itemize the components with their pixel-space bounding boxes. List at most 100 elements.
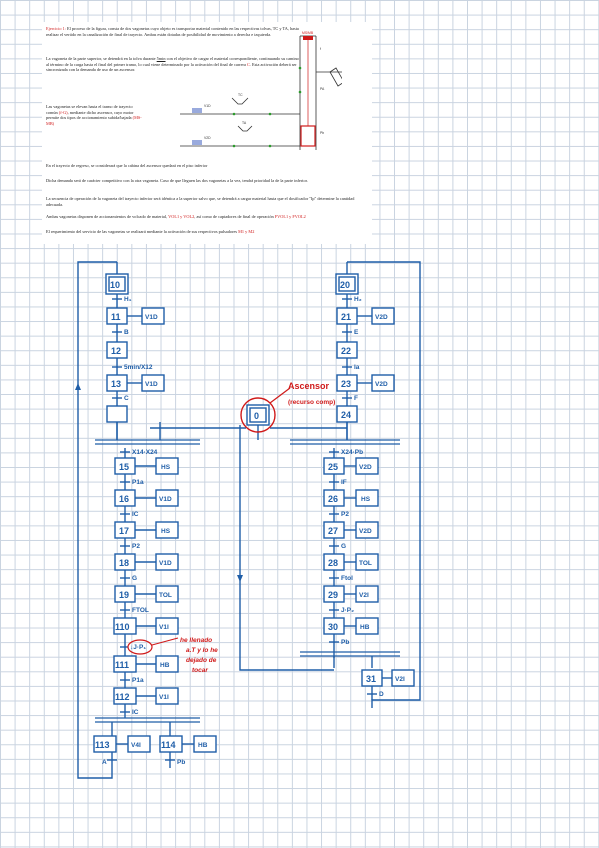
svg-text:G: G — [341, 543, 346, 550]
svg-text:27: 27 — [328, 526, 338, 536]
svg-text:E: E — [354, 329, 359, 336]
statement-paragraph-6: La secuencia de operación de la vagoneta… — [46, 196, 355, 207]
svg-text:114: 114 — [161, 740, 176, 750]
step-22 — [336, 341, 358, 359]
statement-paragraph-7: Ambas vagonetas disponen de accionamient… — [46, 214, 306, 219]
grafcet-left-chain: 10 H₁ 11 V1D B 12 5min/X12 13 V1D C X14·… — [93, 273, 217, 766]
hopper-tc — [231, 97, 249, 105]
step-24 — [336, 405, 358, 423]
svg-text:5min/X12: 5min/X12 — [124, 364, 153, 371]
svg-text:P2: P2 — [132, 543, 140, 550]
svg-text:H₂: H₂ — [354, 296, 362, 303]
svg-text:Pb: Pb — [320, 131, 324, 135]
svg-text:F: F — [354, 395, 358, 402]
svg-text:↓J·P₁: ↓J·P₁ — [130, 644, 146, 651]
svg-text:15: 15 — [119, 462, 129, 472]
svg-text:MS/MB: MS/MB — [302, 31, 314, 35]
svg-text:17: 17 — [119, 526, 129, 536]
svg-text:19: 19 — [119, 590, 129, 600]
left-return-line — [77, 261, 117, 779]
svg-text:21: 21 — [341, 312, 351, 322]
svg-text:D: D — [379, 691, 384, 698]
action-13 — [141, 374, 165, 392]
wagon-2 — [192, 140, 202, 145]
svg-text:V1D: V1D — [145, 381, 158, 388]
svg-text:la: la — [354, 364, 360, 371]
svg-text:20: 20 — [340, 280, 350, 290]
svg-text:A: A — [102, 759, 107, 766]
svg-text:TOL: TOL — [359, 560, 372, 567]
hopper-ta — [237, 125, 253, 132]
svg-text:B: B — [124, 329, 129, 336]
svg-text:P1a: P1a — [132, 677, 144, 684]
svg-text:V2D: V2D — [375, 314, 388, 321]
svg-text:X24·Pb: X24·Pb — [341, 449, 363, 456]
svg-text:P1a: P1a — [132, 479, 144, 486]
svg-text:V4I: V4I — [131, 742, 141, 749]
svg-text:he llenado: he llenado — [180, 637, 212, 644]
statement-paragraph-1: Ejercicio 1: El proceso de la figura, co… — [46, 26, 299, 37]
svg-text:12: 12 — [111, 346, 121, 356]
svg-text:113: 113 — [95, 740, 110, 750]
svg-text:18: 18 — [119, 558, 129, 568]
svg-text:IC: IC — [132, 511, 139, 518]
svg-text:V1D: V1D — [145, 314, 158, 321]
svg-text:P2: P2 — [341, 511, 349, 518]
svg-text:V2I: V2I — [395, 676, 405, 683]
svg-text:HB: HB — [160, 662, 170, 669]
svg-text:IC: IC — [132, 709, 139, 716]
svg-text:V1I: V1I — [159, 694, 169, 701]
step-12 — [106, 341, 128, 359]
svg-text:16: 16 — [119, 494, 129, 504]
svg-text:112: 112 — [115, 692, 130, 702]
svg-text:30: 30 — [328, 622, 338, 632]
svg-text:Pb: Pb — [341, 639, 349, 646]
svg-text:HS: HS — [161, 464, 171, 471]
svg-text:25: 25 — [328, 462, 338, 472]
step-14 — [106, 405, 128, 423]
svg-text:V2D: V2D — [359, 464, 372, 471]
statement-sheet: Ejercicio 1: El proceso de la figura, co… — [42, 22, 372, 244]
resource-highlight — [240, 397, 276, 433]
process-figure: MS/MB f PA Pb TC TA V1D V2D — [180, 31, 342, 150]
svg-text:HB: HB — [360, 624, 370, 631]
step-0-resource: 0 — [246, 404, 270, 426]
svg-text:tocar: tocar — [192, 667, 208, 674]
statement-paragraph-5: Dicha demanda será de carácter competiti… — [46, 178, 308, 183]
svg-text:V1D: V1D — [159, 496, 172, 503]
svg-text:PA: PA — [320, 87, 325, 91]
svg-text:V1D: V1D — [204, 104, 211, 108]
svg-text:H₁: H₁ — [124, 296, 132, 303]
svg-text:13: 13 — [111, 379, 121, 389]
svg-text:29: 29 — [328, 590, 338, 600]
svg-text:a.T y lo he: a.T y lo he — [186, 647, 218, 654]
statement-paragraph-2: La vagoneta de la parte superior, se det… — [46, 56, 299, 73]
svg-text:26: 26 — [328, 494, 338, 504]
statement-paragraph-8: El requerimiento del servicio de las vag… — [46, 229, 255, 234]
right-return-line — [347, 261, 421, 708]
svg-text:10: 10 — [110, 280, 120, 290]
svg-text:22: 22 — [341, 346, 351, 356]
svg-text:V1I: V1I — [159, 624, 169, 631]
wagon-1 — [192, 108, 202, 113]
svg-text:11: 11 — [111, 312, 121, 322]
svg-text:Ftol: Ftol — [341, 575, 353, 582]
resource-return-line — [239, 580, 334, 671]
svg-text:X14·X24: X14·X24 — [132, 449, 158, 456]
svg-text:0: 0 — [254, 411, 259, 421]
lift-motor — [303, 36, 313, 40]
svg-text:TA: TA — [242, 121, 247, 125]
svg-text:FTOL: FTOL — [132, 607, 149, 614]
svg-text:IF: IF — [341, 479, 347, 486]
svg-text:28: 28 — [328, 558, 338, 568]
svg-text:V2D: V2D — [375, 381, 388, 388]
grafcet-right-chain: 20 H₂ 21 V2D E 22 la 23 V2D F 24 X24·Pb … — [323, 273, 415, 698]
svg-text:TOL: TOL — [159, 592, 172, 599]
annotation-recurso: (recurso comp) — [288, 399, 335, 406]
handwritten-note: he llenado a.T y lo he dejado de tocar — [180, 637, 218, 674]
svg-text:Pb: Pb — [177, 759, 185, 766]
svg-text:TC: TC — [238, 93, 243, 97]
svg-text:110: 110 — [115, 622, 130, 632]
svg-text:V2I: V2I — [359, 592, 369, 599]
